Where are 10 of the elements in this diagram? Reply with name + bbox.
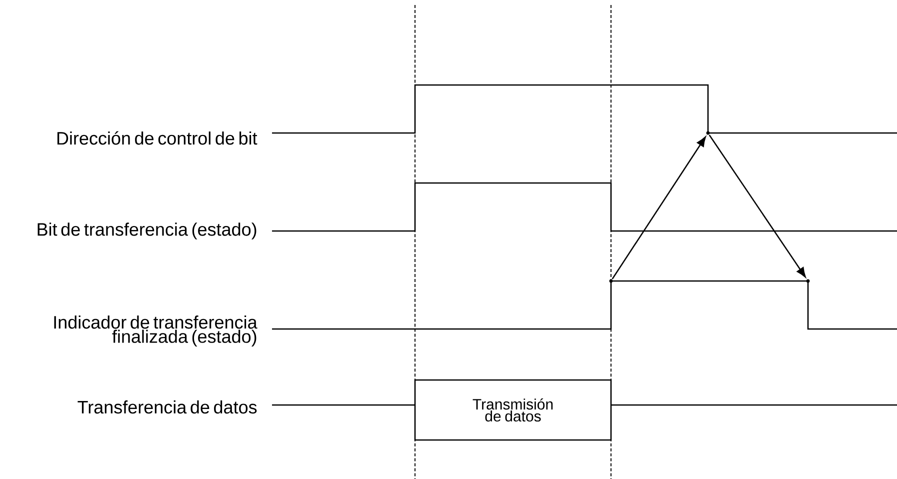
signal-label: Dirección de control de bit: [57, 131, 258, 145]
signal-label: Transferencia de datos: [78, 400, 257, 414]
arrow: [612, 136, 706, 280]
transition-point: [706, 131, 710, 135]
arrow: [708, 134, 806, 278]
signal-label: Indicador de transferencia finalizada (estado): [54, 316, 258, 346]
signal-label: Bit de transferencia (estado): [38, 222, 256, 240]
transition-point: [806, 279, 810, 283]
data-box: Transmisión de datos: [414, 379, 612, 441]
transition-point: [609, 279, 613, 283]
